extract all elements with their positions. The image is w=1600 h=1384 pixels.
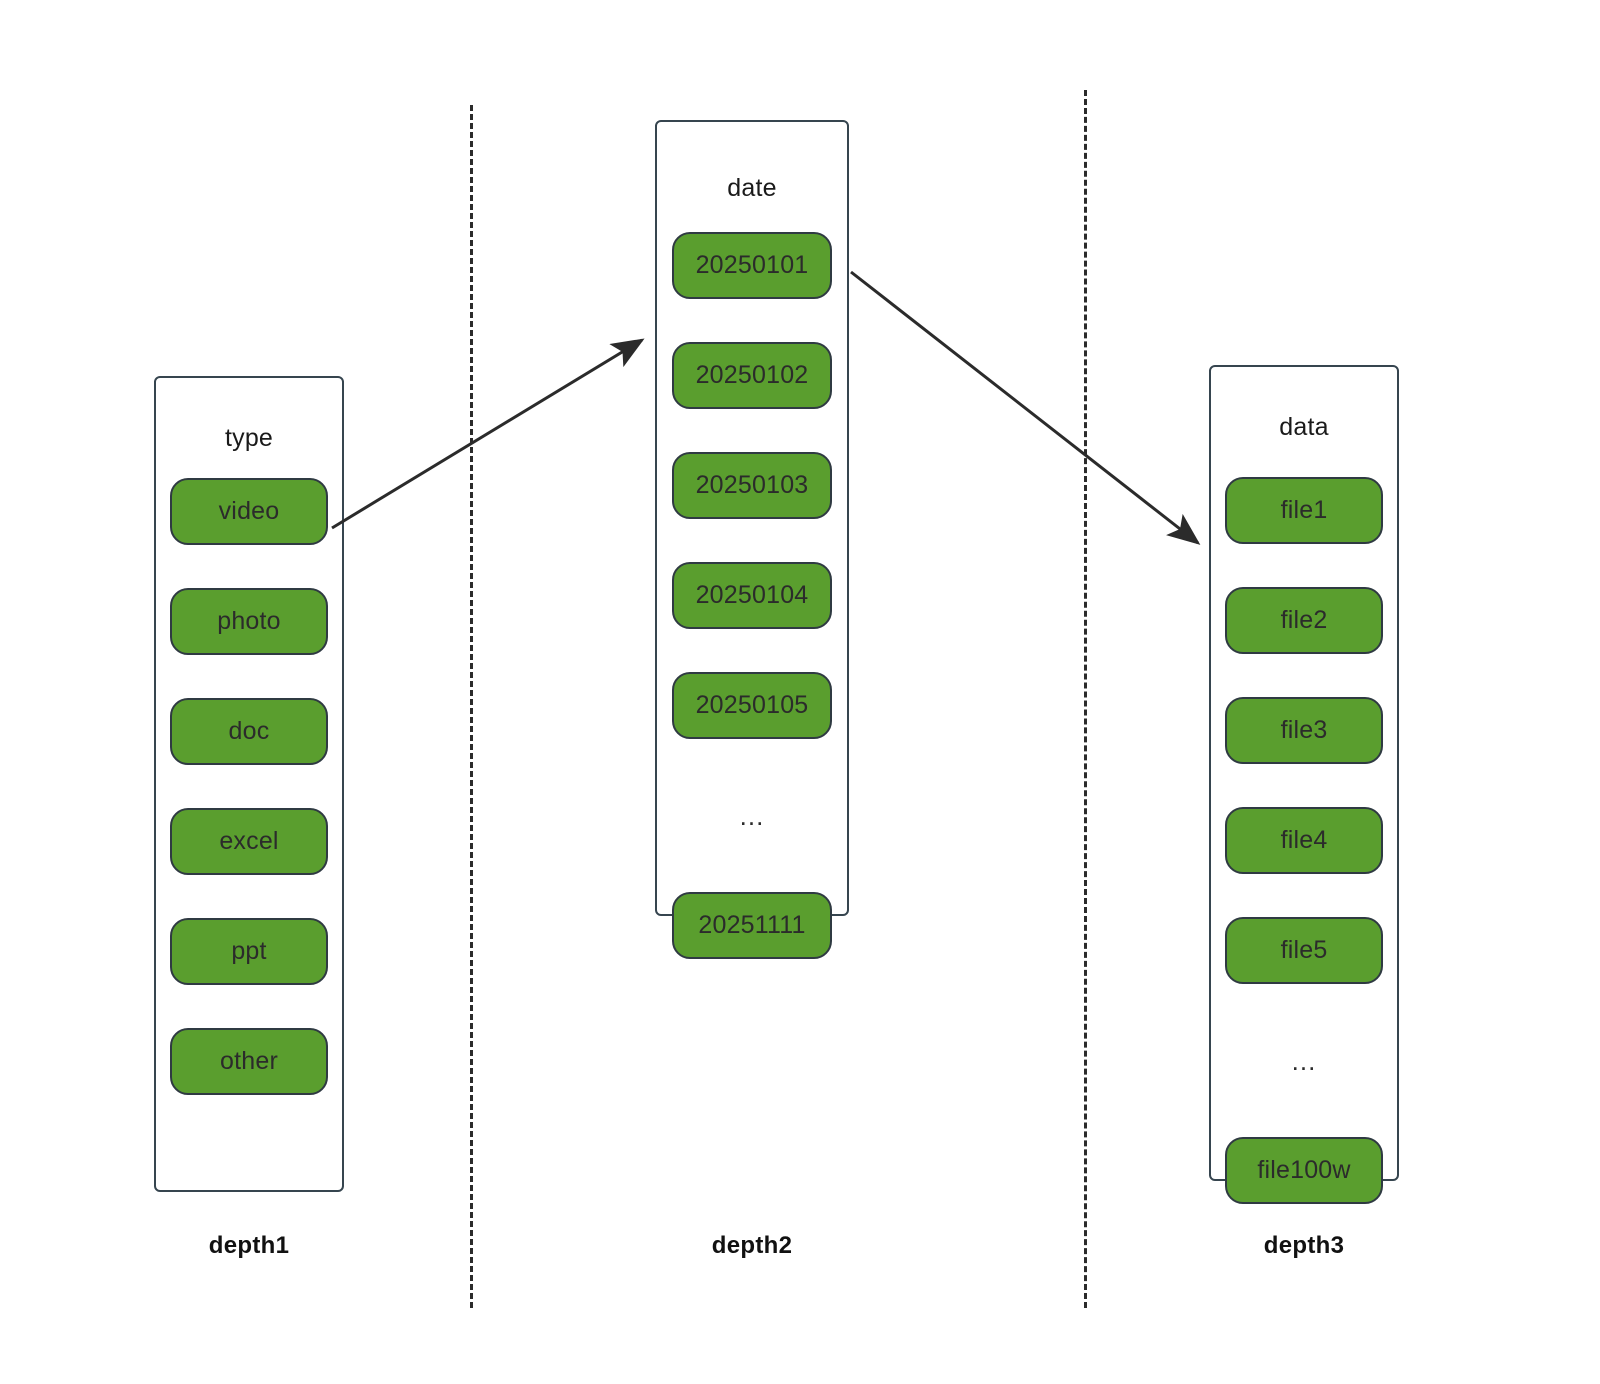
pill-20250103[interactable]: 20250103 — [672, 452, 832, 519]
pill-20250101[interactable]: 20250101 — [672, 232, 832, 299]
depth3-ellipsis: ... — [1291, 1045, 1317, 1076]
depth2-ellipsis: ... — [739, 800, 765, 831]
pill-file100w[interactable]: file100w — [1225, 1137, 1383, 1204]
pill-ppt[interactable]: ppt — [170, 918, 328, 985]
depth1-pill-stack: video photo doc excel ppt other — [156, 478, 342, 1095]
depth1-container: type video photo doc excel ppt other — [154, 376, 344, 1192]
caption-depth3: depth3 — [1263, 1232, 1345, 1259]
pill-file5[interactable]: file5 — [1225, 917, 1383, 984]
pill-photo[interactable]: photo — [170, 588, 328, 655]
depth2-pill-stack: 20250101 20250102 20250103 20250104 2025… — [657, 232, 847, 959]
caption-depth2: depth2 — [711, 1232, 793, 1259]
depth2-title: date — [727, 174, 777, 202]
depth3-title: data — [1279, 413, 1329, 441]
depth3-container: data file1 file2 file3 file4 file5 ... f… — [1209, 365, 1399, 1204]
depth-divider-1 — [470, 105, 473, 1308]
pill-video[interactable]: video — [170, 478, 328, 545]
pill-other[interactable]: other — [170, 1028, 328, 1095]
caption-depth1: depth1 — [208, 1232, 290, 1259]
depth3-pill-stack: file1 file2 file3 file4 file5 ... file10… — [1211, 477, 1397, 1204]
depth2-container: date 20250101 20250102 20250103 20250104… — [655, 120, 849, 959]
arrow-video-to-date — [331, 338, 645, 530]
depth-divider-2 — [1084, 90, 1087, 1308]
pill-20250104[interactable]: 20250104 — [672, 562, 832, 629]
pill-doc[interactable]: doc — [170, 698, 328, 765]
pill-20250102[interactable]: 20250102 — [672, 342, 832, 409]
pill-file3[interactable]: file3 — [1225, 697, 1383, 764]
pill-file2[interactable]: file2 — [1225, 587, 1383, 654]
pill-file1[interactable]: file1 — [1225, 477, 1383, 544]
arrow-date-to-data — [850, 270, 1201, 545]
pill-20250105[interactable]: 20250105 — [672, 672, 832, 739]
pill-excel[interactable]: excel — [170, 808, 328, 875]
depth1-title: type — [224, 424, 274, 452]
pill-file4[interactable]: file4 — [1225, 807, 1383, 874]
pill-20251111[interactable]: 20251111 — [672, 892, 832, 959]
